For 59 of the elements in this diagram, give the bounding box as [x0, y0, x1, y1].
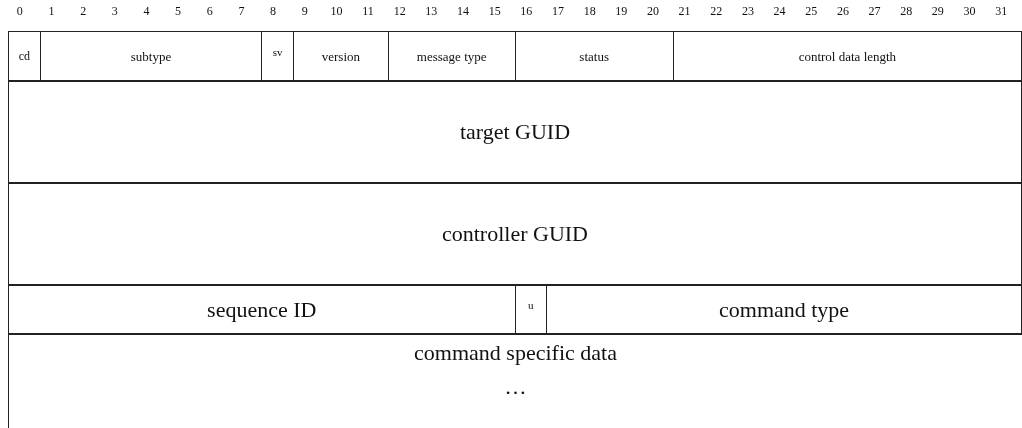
- bit-number: 24: [772, 4, 787, 19]
- bit-number: 21: [677, 4, 692, 19]
- bit-number: 22: [709, 4, 724, 19]
- field-name: cd: [18, 49, 30, 64]
- bit-number: 29: [930, 4, 945, 19]
- field-name: version: [321, 48, 361, 65]
- packet-field: [514, 284, 548, 335]
- bit-number: 10: [329, 4, 344, 19]
- packet-field: [546, 284, 1022, 335]
- bit-number: 19: [614, 4, 629, 19]
- field-name: control data length: [798, 48, 897, 65]
- packet-field: [514, 31, 674, 82]
- bit-number: 18: [582, 4, 597, 19]
- bit-number: 30: [962, 4, 977, 19]
- bit-number: 13: [424, 4, 439, 19]
- bit-number: 5: [174, 4, 183, 19]
- bit-number: 1: [47, 4, 56, 19]
- ellipsis: …: [504, 374, 527, 400]
- field-name: status: [579, 48, 609, 65]
- field-name: controller GUID: [442, 221, 588, 247]
- packet-field: [8, 284, 516, 335]
- packet-field: [261, 31, 294, 82]
- packet-field: [8, 182, 1022, 286]
- bit-number: 12: [392, 4, 407, 19]
- bit-number: 16: [519, 4, 534, 19]
- packet-field: [292, 31, 389, 82]
- bit-number: 0: [15, 4, 24, 19]
- field-name: u: [528, 298, 534, 311]
- bit-number: 7: [237, 4, 246, 19]
- bit-number: 11: [361, 4, 375, 19]
- packet-field: [8, 80, 1022, 184]
- bit-number: 23: [740, 4, 755, 19]
- field-name: subtype: [130, 48, 172, 65]
- field-name: command specific data: [414, 340, 617, 366]
- packet-field: [8, 333, 1022, 428]
- bit-number: 4: [142, 4, 151, 19]
- packet-field: [672, 31, 1022, 82]
- bit-number: 20: [645, 4, 660, 19]
- field-name: target GUID: [459, 119, 571, 145]
- packet-field: [387, 31, 516, 82]
- field-name: sv: [272, 45, 283, 58]
- field-name: message type: [416, 48, 487, 65]
- bit-number: 15: [487, 4, 502, 19]
- bit-number: 27: [867, 4, 882, 19]
- bit-number: 9: [300, 4, 309, 19]
- bit-number: 31: [994, 4, 1009, 19]
- bit-number: 26: [835, 4, 850, 19]
- bit-number: 25: [804, 4, 819, 19]
- bit-number: 2: [79, 4, 88, 19]
- packet-field: [8, 31, 41, 82]
- packet-field: [39, 31, 263, 82]
- field-name: sequence ID: [207, 296, 317, 323]
- bit-number: 14: [456, 4, 470, 19]
- field-name: command type: [719, 296, 850, 323]
- bit-number: 6: [205, 4, 214, 19]
- bit-number: 8: [269, 4, 278, 19]
- bit-number: 17: [551, 4, 565, 19]
- bit-number: 28: [899, 4, 914, 19]
- bit-number: 3: [110, 4, 119, 19]
